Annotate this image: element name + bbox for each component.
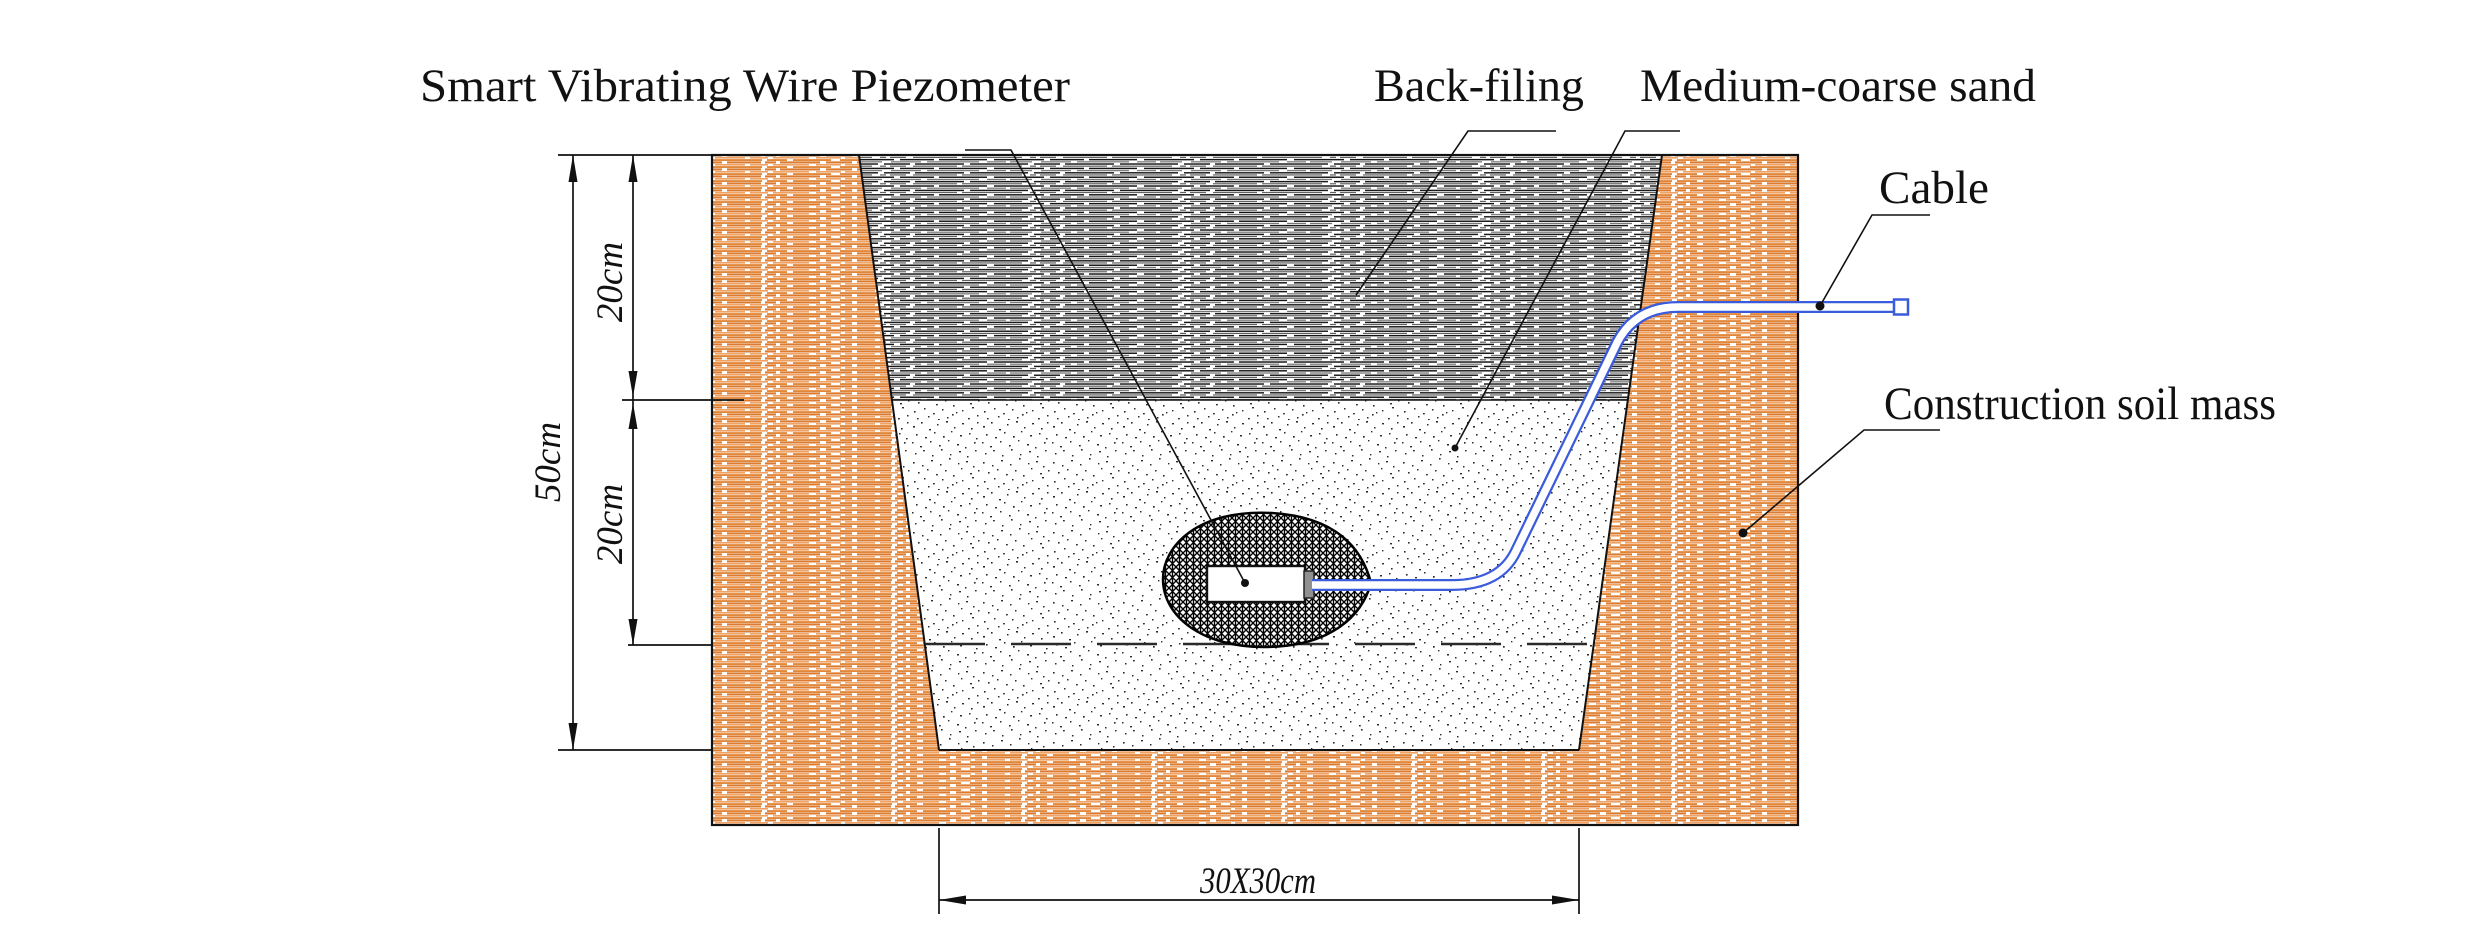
piezometer-leader-dot (1241, 579, 1249, 587)
piezometer-body (1205, 564, 1307, 604)
dimension-arrows (568, 155, 1579, 905)
backfill-region (859, 155, 1662, 400)
soil-mass-leader-dot (1738, 528, 1748, 538)
cable-path (1312, 298, 1910, 591)
backfill-leader-line (1355, 130, 1556, 296)
trench-right-wall (1578, 154, 1663, 751)
diagram-outlines (710, 153, 1800, 827)
dim-30x30cm-label: 30X30cm (1199, 861, 1316, 902)
leader-dots (1241, 301, 1825, 587)
dimension-lines (558, 154, 1580, 914)
sand-leader-line (1454, 130, 1680, 449)
construction-soil-mass-region (712, 155, 1798, 825)
cable-end-cap (1892, 298, 1910, 316)
piezometer-label: Smart Vibrating Wire Piezometer (420, 60, 1070, 112)
soil-block-border (710, 153, 1800, 827)
sand-label: Medium-coarse sand (1640, 60, 2036, 112)
cable-leader-dot (1815, 301, 1825, 311)
dim-20cm-upper-label: 20cm (590, 242, 631, 322)
backfill-label: Back-filing (1374, 60, 1584, 112)
dim-20cm-lower-label: 20cm (590, 484, 631, 564)
piezometer-leader-line (965, 149, 1246, 584)
soil-mass-label: Construction soil mass (1884, 378, 2276, 430)
cable-leader-line (1819, 214, 1930, 307)
sand-leader-dot (1451, 444, 1459, 452)
leader-lines (965, 130, 1940, 584)
dim-50cm-label: 50cm (528, 422, 569, 502)
soil-mass-leader-line (1742, 429, 1940, 534)
cable-label: Cable (1879, 162, 1989, 214)
trench-left-wall (858, 154, 940, 751)
